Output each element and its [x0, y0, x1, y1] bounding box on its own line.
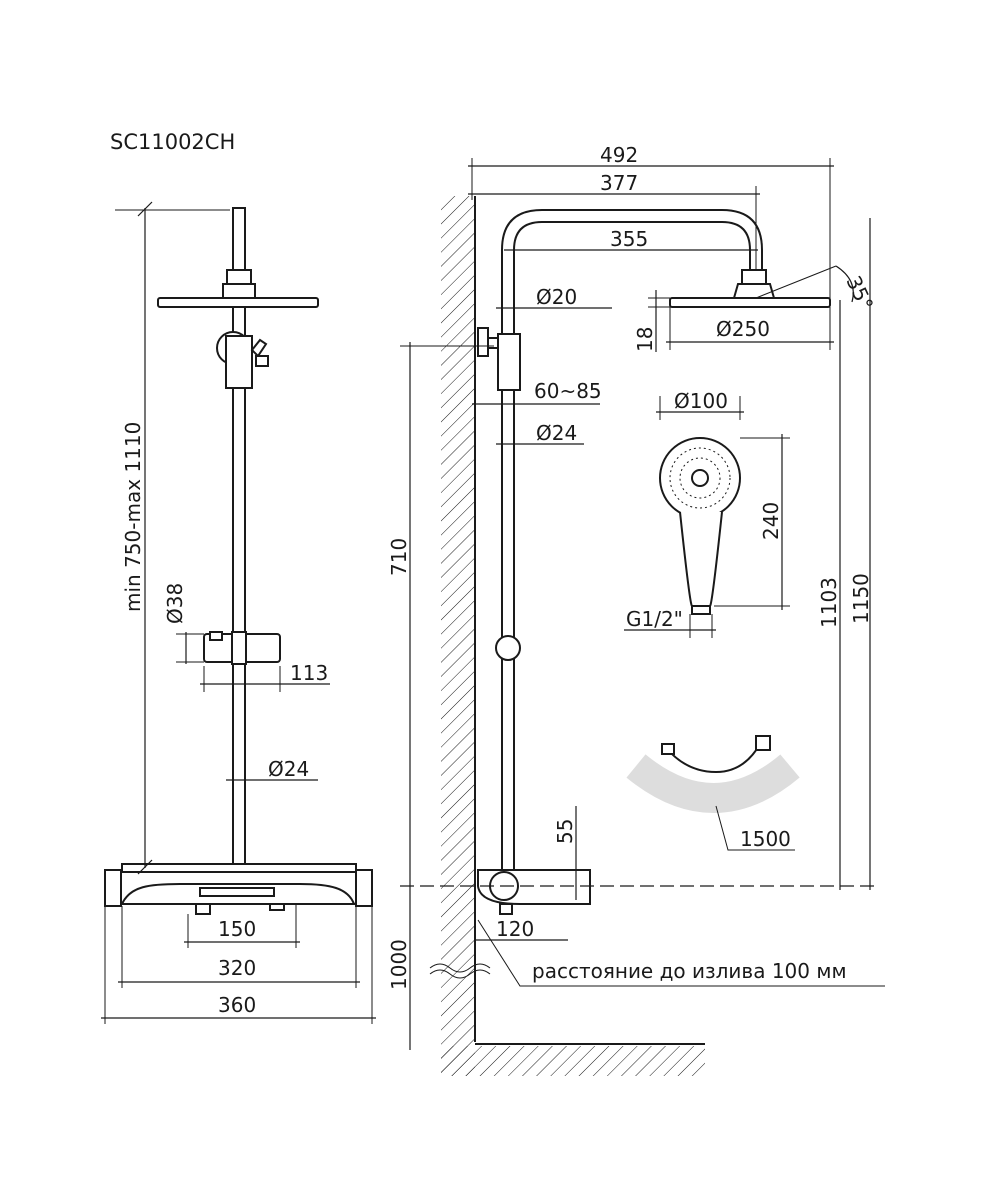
dim-rod-diameter: Ø24	[268, 757, 309, 781]
dim-pipe-diameter: Ø24	[536, 421, 577, 445]
front-holder-cap	[209, 631, 223, 641]
front-view: min 750-max 1110 Ø38 113 Ø24 150 320 360	[101, 201, 376, 1024]
side-mixer-outlet	[499, 903, 513, 915]
side-view: 492 377 355 35° Ø20 18 Ø250 60~85 Ø24	[387, 143, 885, 1076]
dim-height-range: min 750-max 1110	[121, 422, 145, 612]
dim-total-height-a: 1103	[817, 577, 841, 628]
dim-head-thickness: 18	[633, 327, 657, 352]
dim-total-width: 360	[218, 993, 256, 1017]
dim-thread: G1/2"	[626, 607, 683, 631]
hose-connector-left	[661, 743, 675, 755]
dim-wall-offset: 60~85	[534, 379, 602, 403]
front-mixer-left-cap	[104, 869, 122, 907]
dim-angle: 35°	[841, 272, 878, 314]
hand-shower-nozzles-inner	[679, 457, 721, 499]
front-mixer-curve	[121, 883, 355, 905]
dim-holder-width: 113	[290, 661, 328, 685]
hand-shower-center	[691, 469, 709, 487]
dim-angle-arc	[835, 265, 854, 303]
side-head-nut	[741, 269, 767, 285]
model-title: SC11002CH	[110, 130, 235, 154]
hose-range-arc	[626, 754, 800, 813]
front-head-neck	[222, 283, 256, 299]
hose-connector-right	[755, 735, 771, 751]
front-top-nut	[226, 269, 252, 285]
side-arm-inner	[513, 221, 751, 270]
front-mixer-top	[121, 863, 357, 873]
dim-floor-height: 1000	[387, 939, 411, 990]
dim-head-diameter: Ø250	[716, 317, 770, 341]
hose-leader	[715, 805, 795, 851]
hose-length: 1500	[740, 827, 791, 851]
hose-detail: 1500	[626, 735, 800, 851]
front-bracket-knob	[255, 355, 269, 367]
wall-hatch	[441, 196, 475, 1076]
dim-total-depth: 492	[600, 143, 638, 167]
dim-tick	[137, 201, 153, 217]
hand-shower-thread	[691, 605, 711, 615]
side-holder-knob	[495, 635, 521, 661]
spout-note-leader	[477, 919, 885, 987]
dim-arm-diameter: Ø20	[536, 285, 577, 309]
front-mixer-outlet-left	[195, 903, 211, 915]
dim-tick	[137, 859, 153, 875]
dim-outlet-spacing: 150	[218, 917, 256, 941]
dim-hand-diameter: Ø100	[674, 389, 728, 413]
break-mark	[429, 963, 491, 973]
side-wall-plate	[477, 327, 489, 357]
dim-mount-spacing: 320	[218, 956, 256, 980]
dim-hand-length: 240	[759, 502, 783, 540]
dim-bracket-height: 710	[387, 538, 411, 576]
front-overhead-shower	[157, 297, 319, 308]
front-mixer-right-cap	[355, 869, 373, 907]
dim-mixer-depth: 120	[496, 917, 534, 941]
front-mixer-spout	[199, 887, 275, 897]
hand-shower-detail: Ø100 240 G1/2"	[624, 389, 790, 638]
front-mixer-outlet-right	[269, 903, 285, 911]
front-bracket-screw	[250, 338, 268, 358]
dim-arm-length: 355	[610, 227, 648, 251]
dim-angle-line	[755, 265, 837, 299]
hose	[667, 743, 761, 774]
dim-holder-diameter: Ø38	[163, 583, 187, 624]
spout-note: расстояние до излива 100 мм	[532, 959, 847, 983]
front-wall-bracket	[225, 335, 253, 389]
hand-shower-handle	[679, 511, 723, 607]
break-mark	[429, 969, 491, 979]
side-head-neck	[732, 283, 776, 299]
hand-shower-nozzles	[669, 447, 731, 509]
floor-hatch	[441, 1046, 705, 1076]
dim-arm-reach: 377	[600, 171, 638, 195]
side-wall-bracket	[497, 333, 521, 391]
front-holder-slider	[231, 631, 247, 665]
dim-mixer-height: 55	[553, 819, 577, 844]
side-arm-outer	[501, 209, 763, 270]
dim-total-height-b: 1150	[849, 573, 873, 624]
side-overhead-shower	[669, 297, 831, 308]
